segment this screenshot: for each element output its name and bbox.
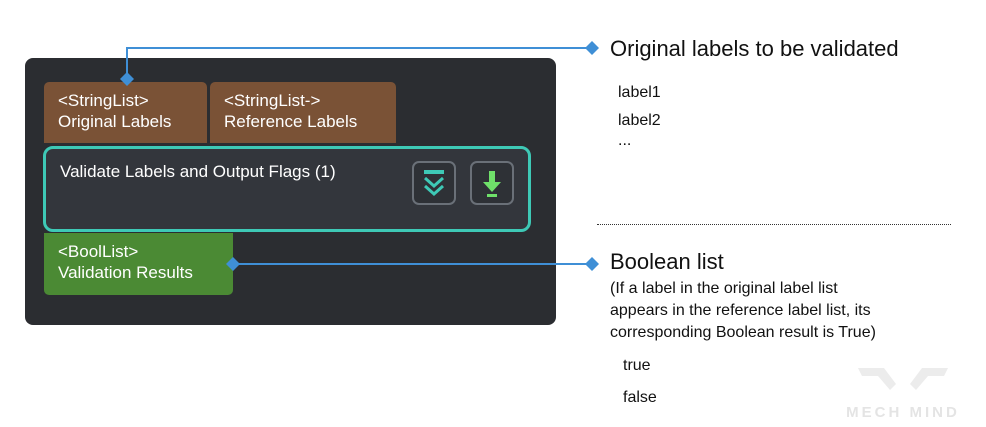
mech-mind-watermark: MECH MIND [838, 360, 968, 422]
input-example: label2 [618, 112, 661, 129]
diamond-marker-icon [585, 257, 599, 271]
collapse-chevron-icon [424, 170, 444, 197]
output-example: false [623, 389, 657, 406]
mech-mind-logo-icon [858, 368, 948, 390]
diamond-marker-icon [120, 72, 134, 86]
dotted-separator [597, 224, 951, 225]
output-port-type: <BoolList> [58, 242, 139, 261]
diamond-marker-icon [585, 41, 599, 55]
output-example: true [623, 357, 651, 374]
input-port-reference-labels[interactable]: <StringList-> Reference Labels [210, 82, 396, 143]
input-port-original-labels[interactable]: <StringList> Original Labels [44, 82, 207, 143]
input-port-type: <StringList> [58, 91, 149, 110]
step-title: Validate Labels and Output Flags (1) [60, 162, 336, 181]
description-line: (If a label in the original label list [610, 280, 838, 297]
input-port-name: Reference Labels [224, 112, 358, 131]
download-arrow-icon [483, 171, 501, 197]
output-port-name: Validation Results [58, 263, 193, 282]
watermark-text: MECH MIND [846, 404, 960, 421]
diamond-marker-icon [226, 257, 240, 271]
input-example: label1 [618, 84, 661, 101]
output-button[interactable] [470, 161, 514, 205]
description-line: corresponding Boolean result is True) [610, 324, 876, 341]
input-port-name: Original Labels [58, 112, 172, 131]
input-annotation-title: Original labels to be validated [610, 36, 899, 61]
input-port-type: <StringList-> [224, 91, 321, 110]
collapse-button[interactable] [412, 161, 456, 205]
output-annotation-title: Boolean list [610, 249, 724, 274]
input-example-ellipsis: ... [618, 132, 632, 149]
input-connector-line [126, 47, 590, 80]
output-annotation-description: (If a label in the original label list a… [610, 278, 876, 344]
output-port-validation-results[interactable]: <BoolList> Validation Results [44, 233, 233, 295]
description-line: appears in the reference label list, its [610, 302, 871, 319]
step-block[interactable]: Validate Labels and Output Flags (1) [43, 146, 531, 232]
